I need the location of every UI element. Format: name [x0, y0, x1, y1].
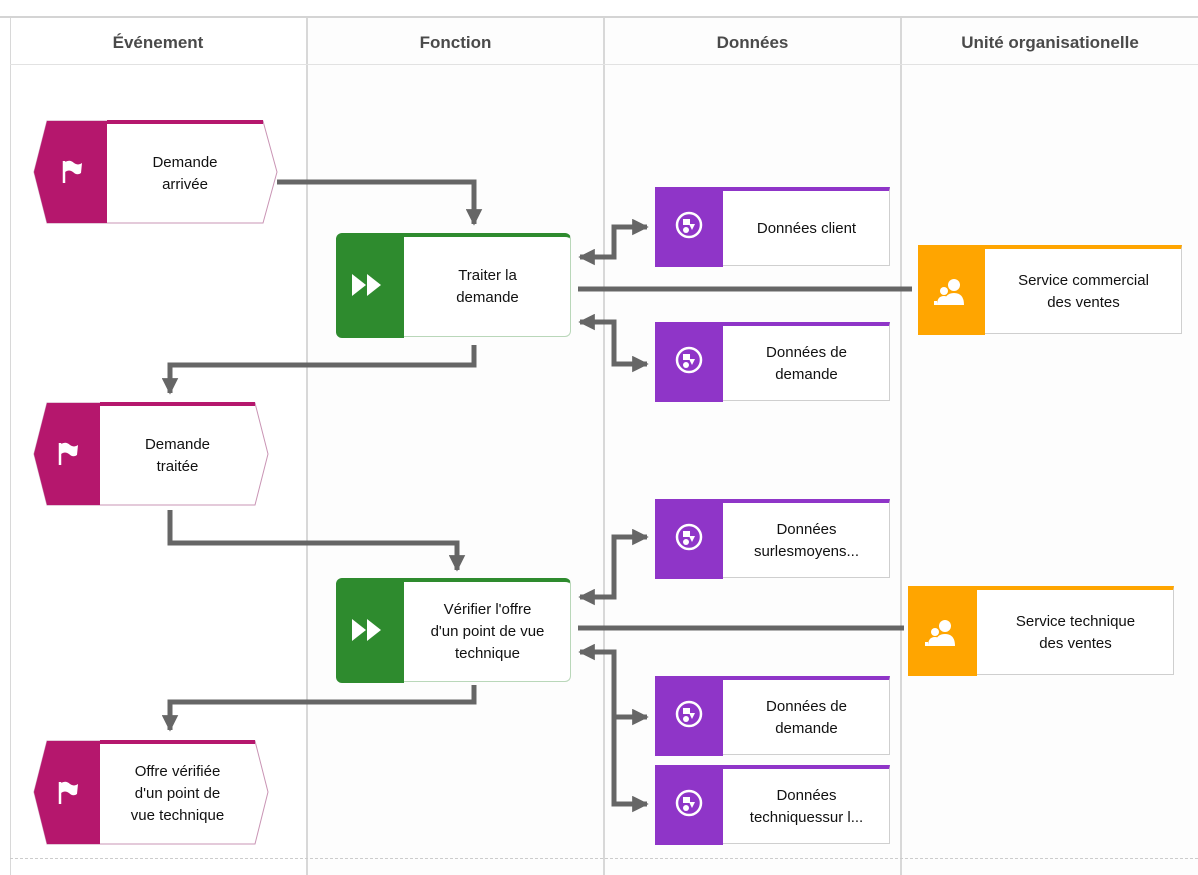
- link-f2-d5: [611, 717, 649, 813]
- link-f1-d2: [578, 313, 649, 373]
- event-shape: [33, 402, 269, 506]
- flag-icon: [53, 778, 81, 806]
- link-f2-d4: [578, 643, 647, 720]
- data-cluster-icon: [675, 211, 703, 239]
- data-label: Données techniquessur l...: [749, 786, 864, 826]
- data-node[interactable]: Données de demande: [655, 322, 891, 402]
- data-cluster-icon: [675, 346, 703, 374]
- org-unit-node[interactable]: Service technique des ventes: [908, 586, 1175, 676]
- event-shape: [33, 740, 269, 845]
- data-label: Données de demande: [766, 343, 847, 383]
- function-node[interactable]: Vérifier l'offre d'un point de vue techn…: [336, 578, 572, 683]
- flow-e2-f2: [167, 510, 466, 572]
- event-node[interactable]: Demande traitée: [33, 402, 269, 506]
- lane-divider: [900, 18, 902, 875]
- data-color-strip: [655, 765, 723, 845]
- flag-icon: [53, 439, 81, 467]
- header-divider: [10, 64, 1198, 65]
- data-cluster-icon: [675, 789, 703, 817]
- flow-e1-f1: [277, 179, 483, 226]
- org-unit-node[interactable]: Service commercial des ventes: [918, 245, 1183, 335]
- function-node[interactable]: Traiter la demande: [336, 233, 572, 338]
- org-label: Service commercial des ventes: [1018, 271, 1149, 311]
- lane-header-org: Unité organisationelle: [961, 33, 1139, 52]
- org-body: [985, 245, 1182, 334]
- data-color-strip: [655, 499, 723, 579]
- lane-divider: [603, 18, 605, 875]
- people-group-icon: [932, 277, 968, 307]
- event-label: Demande traitée: [144, 435, 211, 475]
- bottom-dashed-line: [10, 858, 1198, 859]
- data-body: [723, 499, 890, 578]
- function-body: [404, 233, 571, 337]
- data-label: Données surlesmoyens...: [753, 520, 860, 560]
- flow-f1-e2: [161, 345, 477, 395]
- data-label: Données de demande: [766, 697, 847, 737]
- event-label: Offre vérifiée d'un point de vue techniq…: [130, 763, 225, 824]
- data-body: [723, 765, 890, 844]
- data-node[interactable]: Données surlesmoyens...: [655, 499, 891, 579]
- event-node[interactable]: Offre vérifiée d'un point de vue techniq…: [33, 740, 269, 845]
- function-label: Vérifier l'offre d'un point de vue techn…: [430, 601, 545, 662]
- data-body: [723, 187, 890, 266]
- function-label: Traiter la demande: [456, 267, 519, 306]
- event-node[interactable]: Demande arrivée: [33, 120, 278, 224]
- lane-org-area: [902, 18, 1198, 875]
- link-f2-d3: [578, 528, 649, 606]
- data-body: [723, 676, 890, 755]
- top-border: [0, 0, 1198, 18]
- link-f1-d1: [578, 218, 649, 266]
- lane-header-function: Fonction: [419, 33, 492, 52]
- data-cluster-icon: [675, 523, 703, 551]
- org-body: [977, 586, 1174, 675]
- data-color-strip: [655, 322, 723, 402]
- lane-header-data: Données: [716, 33, 789, 52]
- lane-divider: [10, 18, 11, 875]
- data-label: Données client: [756, 219, 857, 237]
- data-cluster-icon: [675, 700, 703, 728]
- lane-divider: [306, 18, 308, 875]
- data-node[interactable]: Données de demande: [655, 676, 891, 756]
- data-color-strip: [655, 187, 723, 267]
- data-node[interactable]: Données client: [655, 187, 891, 267]
- org-label: Service technique des ventes: [1015, 612, 1136, 652]
- event-label: Demande arrivée: [152, 153, 218, 193]
- flag-icon: [57, 157, 85, 185]
- function-body: [404, 578, 571, 682]
- fast-forward-icon: [350, 615, 386, 645]
- flow-f2-e3: [161, 685, 477, 732]
- data-body: [723, 322, 890, 401]
- event-shape: [33, 120, 278, 224]
- fast-forward-icon: [350, 270, 386, 300]
- people-group-icon: [923, 618, 959, 648]
- lane-function-area: [308, 18, 603, 875]
- data-color-strip: [655, 676, 723, 756]
- data-node[interactable]: Données techniquessur l...: [655, 765, 891, 845]
- lane-header-event: Événement: [112, 33, 204, 52]
